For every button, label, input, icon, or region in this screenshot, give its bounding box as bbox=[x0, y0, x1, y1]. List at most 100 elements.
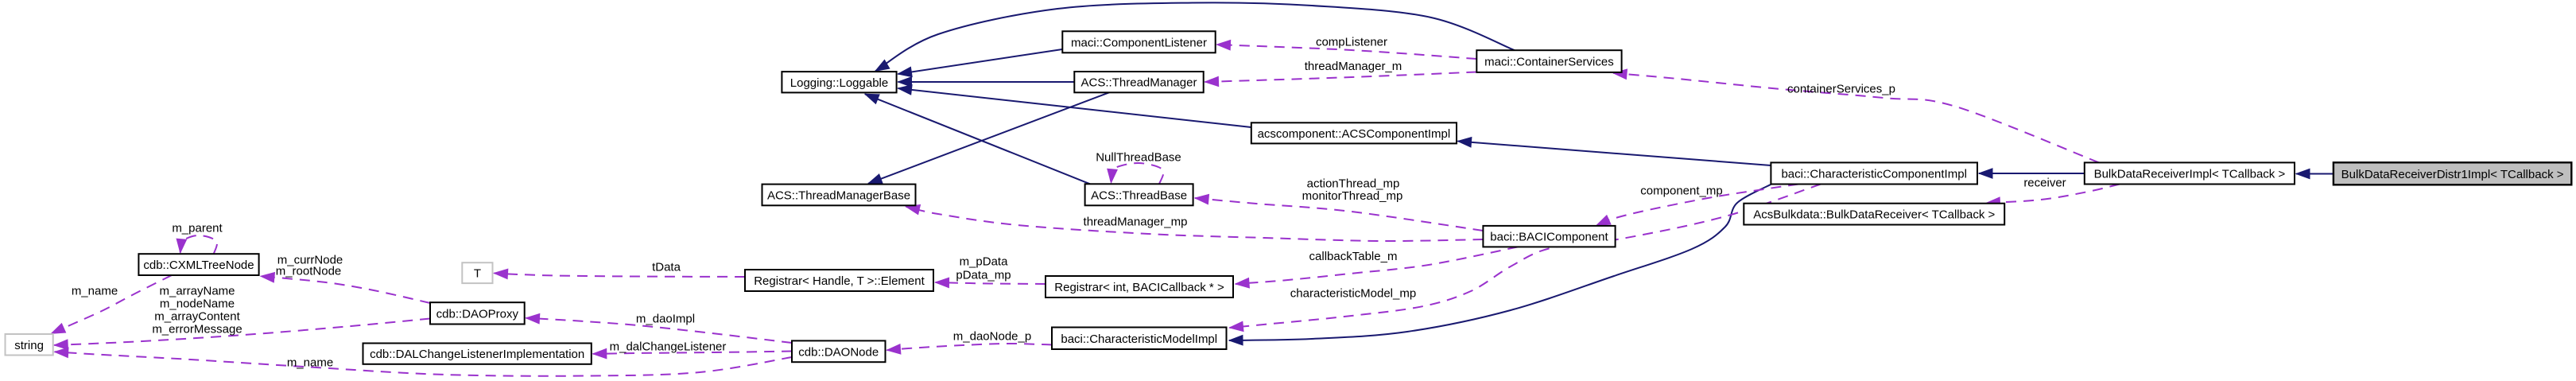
edge-inherit-threadmanager-threadmanagerbase bbox=[867, 91, 1110, 185]
node-box-registrar-int[interactable] bbox=[1045, 275, 1234, 298]
arrowhead bbox=[905, 204, 921, 216]
node-box-containerservices[interactable] bbox=[1476, 49, 1623, 73]
arrowhead bbox=[1457, 136, 1472, 148]
node-cxmltreenode[interactable]: cdb::CXMLTreeNode bbox=[138, 253, 260, 277]
edge-path-usage-characteristicmodel-mp bbox=[1229, 183, 1821, 329]
node-box-characteristicmodelimpl[interactable] bbox=[1051, 326, 1228, 350]
node-loggable[interactable]: Logging::Loggable bbox=[781, 71, 898, 94]
arrowhead bbox=[50, 322, 67, 334]
node-dalchangelistener[interactable]: cdb::DALChangeListenerImplementation bbox=[362, 342, 592, 365]
arrowhead bbox=[1977, 168, 1993, 179]
node-acscomponentimpl[interactable]: acscomponent::ACSComponentImpl bbox=[1250, 122, 1458, 145]
node-label-bacicomponent: baci::BACIComponent bbox=[1490, 231, 1608, 244]
edge-label-usage-m-arrayname-2: m_arrayContent bbox=[154, 310, 240, 324]
node-label-bulkdatareceiverdistr1impl: BulkDataReceiverDistr1Impl< TCallback > bbox=[2341, 168, 2564, 181]
node-box-componentlistener[interactable] bbox=[1061, 30, 1216, 54]
edge-path-usage-receiver bbox=[1986, 183, 2120, 204]
edge-usage-threadmanager-m: threadManager_m bbox=[1204, 60, 1477, 87]
node-box-bulkdatareceiverimpl[interactable] bbox=[2083, 161, 2296, 185]
node-label-threadmanagerbase: ACS::ThreadManagerBase bbox=[767, 189, 910, 202]
node-box-threadbase[interactable] bbox=[1084, 183, 1194, 207]
node-threadmanager[interactable]: ACS::ThreadManager bbox=[1073, 71, 1205, 94]
edge-path-inherit-componentlistener-loggable bbox=[898, 49, 1063, 75]
arrowhead bbox=[1595, 214, 1612, 227]
edge-label-usage-characteristicmodel-mp: characteristicModel_mp bbox=[1290, 287, 1416, 301]
arrowhead bbox=[897, 76, 912, 87]
edge-label-usage-m-pdata-1: pData_mp bbox=[956, 269, 1011, 282]
node-threadmanagerbase[interactable]: ACS::ThreadManagerBase bbox=[761, 183, 917, 207]
arrowhead bbox=[863, 93, 880, 105]
node-bulkdatareceiver[interactable]: AcsBulkdata::BulkDataReceiver< TCallback… bbox=[1743, 202, 2006, 226]
node-registrar-element[interactable]: Registrar< Handle, T >::Element bbox=[744, 269, 934, 292]
arrowhead bbox=[1193, 193, 1210, 205]
node-box-registrar-element[interactable] bbox=[744, 269, 934, 292]
node-box-bacicomponent[interactable] bbox=[1482, 224, 1616, 248]
node-label-bulkdatareceiverimpl: BulkDataReceiverImpl< TCallback > bbox=[2094, 167, 2286, 181]
edge-label-usage-m-arrayname-0: m_arrayName bbox=[159, 285, 235, 298]
edge-label-usage-tdata: tData bbox=[652, 261, 681, 274]
edge-path-usage-m-pdata bbox=[935, 282, 1046, 285]
node-box-bulkdatareceiver[interactable] bbox=[1743, 202, 2006, 226]
node-daoproxy[interactable]: cdb::DAOProxy bbox=[429, 301, 526, 325]
node-characteristicmodelimpl[interactable]: baci::CharacteristicModelImpl bbox=[1051, 326, 1228, 350]
node-label-registrar-int: Registrar< int, BACICallback * > bbox=[1054, 281, 1224, 294]
edge-path-inherit-acscomponentimpl-loggable bbox=[898, 87, 1251, 128]
edge-label-usage-callbacktable-m: callbackTable_m bbox=[1309, 250, 1398, 263]
node-bulkdatareceiverimpl[interactable]: BulkDataReceiverImpl< TCallback > bbox=[2083, 161, 2296, 185]
edge-inherit-threadbase-loggable bbox=[863, 93, 1091, 185]
arrowhead bbox=[897, 66, 913, 78]
node-registrar-int[interactable]: Registrar< int, BACICallback * > bbox=[1045, 275, 1234, 298]
node-containerservices[interactable]: maci::ContainerServices bbox=[1476, 49, 1623, 73]
edge-path-usage-m-dalchangelistener bbox=[592, 350, 793, 355]
node-threadbase[interactable]: ACS::ThreadBase bbox=[1084, 183, 1194, 207]
node-box-dalchangelistener[interactable] bbox=[362, 342, 592, 365]
edge-path-usage-callbacktable-m bbox=[1235, 246, 1519, 285]
node-box-cxmltreenode[interactable] bbox=[138, 253, 260, 277]
edge-usage-nullthreadbase-loop: NullThreadBase bbox=[1096, 151, 1181, 185]
node-bacicomponent[interactable]: baci::BACIComponent bbox=[1482, 224, 1616, 248]
edge-label-usage-m-arrayname-3: m_errorMessage bbox=[152, 323, 242, 336]
node-label-string: string bbox=[14, 339, 44, 352]
edge-path-usage-containerservices-p bbox=[1612, 72, 2100, 164]
node-box-acscomponentimpl[interactable] bbox=[1250, 122, 1458, 145]
node-box-loggable[interactable] bbox=[781, 71, 898, 94]
node-box-bulkdatareceiverdistr1impl[interactable] bbox=[2332, 161, 2573, 186]
edge-label-usage-m-daonode-p: m_daoNode_p bbox=[953, 330, 1031, 344]
arrowhead bbox=[897, 84, 913, 95]
node-label-threadbase: ACS::ThreadBase bbox=[1091, 189, 1187, 202]
arrowhead bbox=[2295, 168, 2310, 180]
node-box-daonode[interactable] bbox=[791, 340, 886, 364]
edge-label-usage-m-arrayname-1: m_nodeName bbox=[160, 297, 235, 311]
node-box-threadmanager[interactable] bbox=[1073, 71, 1205, 94]
node-label-dalchangelistener: cdb::DALChangeListenerImplementation bbox=[370, 348, 584, 361]
edge-label-usage-actionthread-mp-0: actionThread_mp bbox=[1307, 177, 1400, 191]
edge-usage-m-name-cxmltreenode: m_name bbox=[50, 274, 173, 335]
edge-path-inherit-threadbase-loggable bbox=[864, 93, 1091, 185]
arrowhead bbox=[259, 271, 276, 283]
node-bulkdatareceiverdistr1impl[interactable]: BulkDataReceiverDistr1Impl< TCallback > bbox=[2332, 161, 2573, 186]
edge-usage-m-arrayname: m_arrayNamem_nodeNamem_arrayContentm_err… bbox=[52, 285, 431, 351]
edge-label-usage-m-parent-loop: m_parent bbox=[172, 222, 223, 235]
edge-label-usage-threadmanager-mp: threadManager_mp bbox=[1084, 216, 1188, 229]
edge-label-usage-nullthreadbase-loop: NullThreadBase bbox=[1096, 151, 1181, 165]
edge-label-usage-receiver: receiver bbox=[2023, 177, 2066, 190]
edge-inherit-distr1impl-bulkdatareceiverimpl bbox=[2295, 168, 2334, 180]
edge-path-inherit-characteristiccomponentimpl-characteristicmodelimpl bbox=[1228, 183, 1772, 341]
edge-usage-m-daonode-p: m_daoNode_p bbox=[886, 330, 1053, 355]
arrowhead bbox=[493, 268, 509, 280]
node-layer: stringcdb::CXMLTreeNodeTcdb::DAOProxycdb… bbox=[4, 30, 2573, 365]
node-box-threadmanagerbase[interactable] bbox=[761, 183, 917, 207]
node-label-daoproxy: cdb::DAOProxy bbox=[436, 307, 519, 321]
node-box-characteristiccomponentimpl[interactable] bbox=[1770, 161, 1978, 185]
edge-usage-m-daoimpl: m_daoImpl bbox=[525, 313, 793, 344]
arrowhead bbox=[867, 173, 883, 185]
edge-path-usage-m-daoimpl bbox=[526, 317, 793, 344]
node-daonode[interactable]: cdb::DAONode bbox=[791, 340, 886, 364]
edge-path-usage-threadmanager-mp bbox=[906, 205, 1484, 243]
node-characteristiccomponentimpl[interactable]: baci::CharacteristicComponentImpl bbox=[1770, 161, 1978, 185]
node-box-daoproxy[interactable] bbox=[429, 301, 526, 325]
arrowhead bbox=[874, 59, 890, 72]
node-componentlistener[interactable]: maci::ComponentListener bbox=[1061, 30, 1216, 54]
